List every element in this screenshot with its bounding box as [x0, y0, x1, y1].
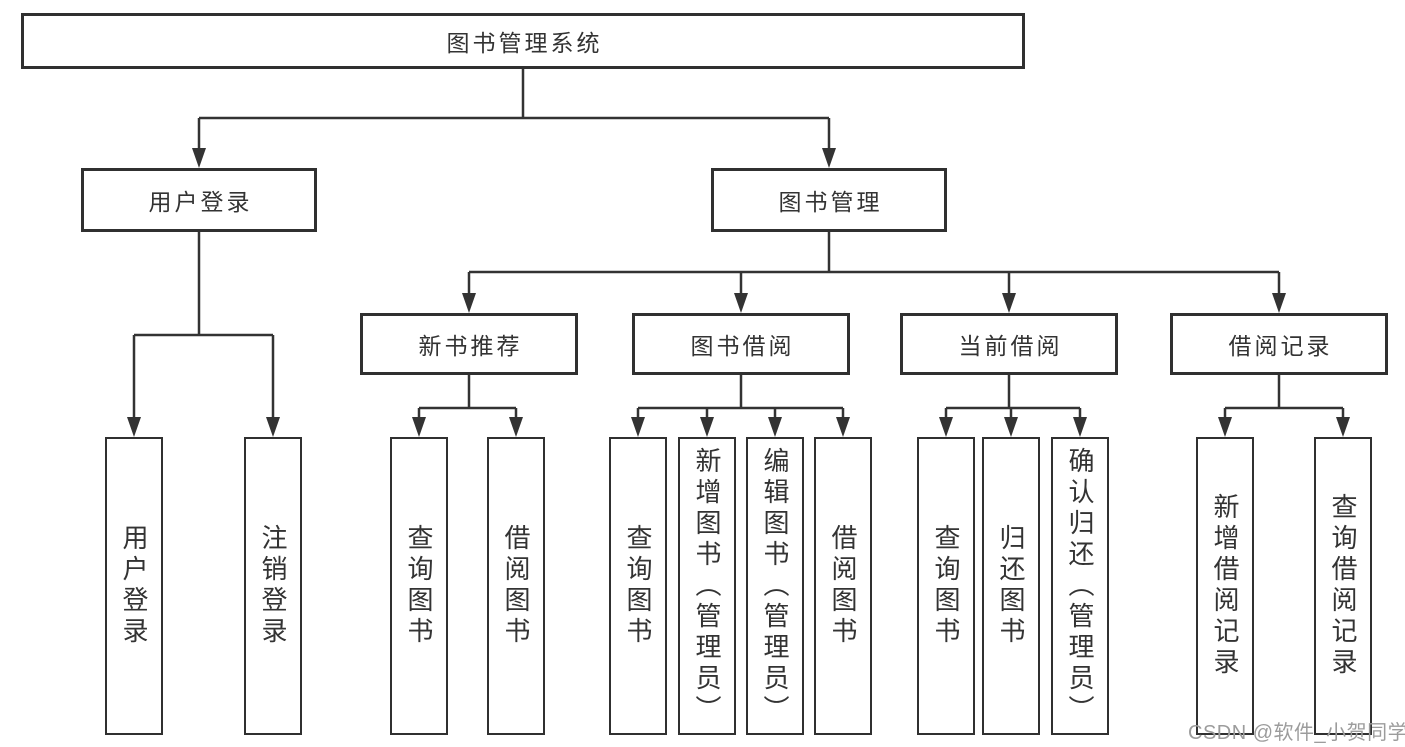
leaf-label: 查询借阅记录: [1328, 493, 1358, 679]
node-library-management-system: 图书管理系统: [21, 13, 1025, 69]
leaf-label: 用户登录: [119, 524, 149, 648]
leaf-current-confirm-return-admin: 确认归还（管理员）: [1051, 437, 1109, 735]
node-label: 新书推荐: [418, 333, 523, 359]
node-current-borrowing: 当前借阅: [900, 313, 1118, 375]
node-label: 图书借阅: [690, 333, 795, 359]
node-label: 借阅记录: [1228, 333, 1333, 359]
leaf-label: 注销登录: [258, 524, 288, 648]
csdn-watermark: CSDN @软件_小贺同学: [1188, 722, 1405, 744]
node-label: 图书管理: [778, 189, 883, 215]
leaf-label: 新增图书（管理员）: [692, 446, 722, 726]
leaf-logout-login: 注销登录: [244, 437, 302, 735]
node-new-book-recommendation: 新书推荐: [360, 313, 578, 375]
leaf-records-query-record: 查询借阅记录: [1314, 437, 1372, 735]
node-user-login: 用户登录: [81, 168, 317, 232]
leaf-user-login: 用户登录: [105, 437, 163, 735]
leaf-records-add-record: 新增借阅记录: [1196, 437, 1254, 735]
leaf-label: 新增借阅记录: [1210, 493, 1240, 679]
leaf-borrow-add-books-admin: 新增图书（管理员）: [678, 437, 736, 735]
leaf-current-query-books: 查询图书: [917, 437, 975, 735]
leaf-newbooks-borrow-books: 借阅图书: [487, 437, 545, 735]
leaf-label: 归还图书: [996, 524, 1026, 648]
leaf-borrow-edit-books-admin: 编辑图书（管理员）: [746, 437, 804, 735]
leaf-borrow-query-books: 查询图书: [609, 437, 667, 735]
leaf-current-return-books: 归还图书: [982, 437, 1040, 735]
leaf-borrow-borrow-books: 借阅图书: [814, 437, 872, 735]
leaf-label: 查询图书: [623, 524, 653, 648]
leaf-label: 查询图书: [931, 524, 961, 648]
leaf-label: 借阅图书: [501, 524, 531, 648]
node-book-borrowing: 图书借阅: [632, 313, 850, 375]
leaf-label: 借阅图书: [828, 524, 858, 648]
node-label: 图书管理系统: [446, 30, 603, 56]
leaf-newbooks-query-books: 查询图书: [390, 437, 448, 735]
node-book-management: 图书管理: [711, 168, 947, 232]
leaf-label: 查询图书: [404, 524, 434, 648]
leaf-label: 编辑图书（管理员）: [760, 446, 790, 726]
node-label: 当前借阅: [958, 333, 1063, 359]
node-label: 用户登录: [148, 189, 253, 215]
node-borrowing-records: 借阅记录: [1170, 313, 1388, 375]
leaf-label: 确认归还（管理员）: [1065, 446, 1095, 726]
